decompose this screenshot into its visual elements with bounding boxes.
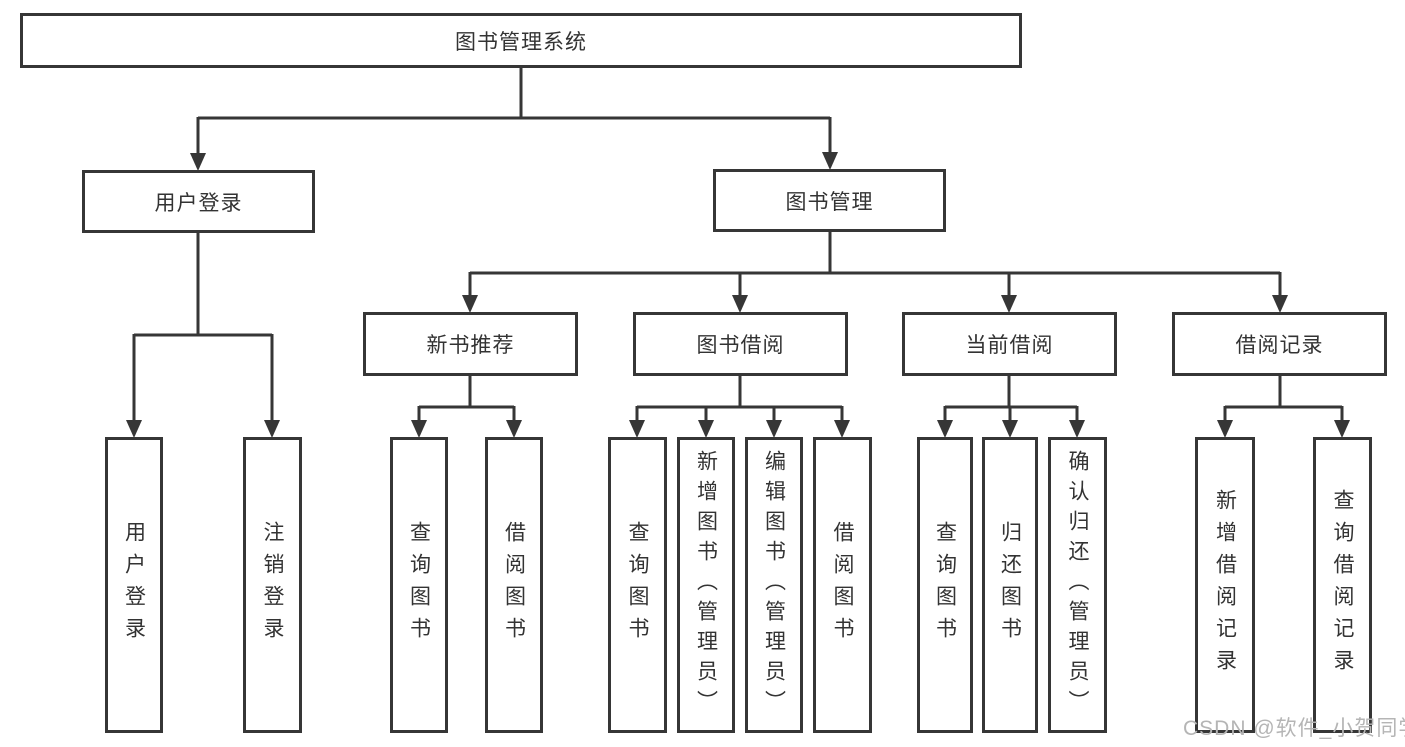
- node-new-book-recommend: 新书推荐: [363, 312, 578, 376]
- node-current-borrow: 当前借阅: [902, 312, 1117, 376]
- leaf-borrow-query-books: 查询图书: [608, 437, 667, 733]
- node-root-system: 图书管理系统: [20, 13, 1022, 68]
- arrowheads-level2: [190, 152, 838, 171]
- node-book-borrow: 图书借阅: [633, 312, 848, 376]
- arrowheads-level3: [462, 295, 1288, 313]
- leaf-current-return-books: 归还图书: [982, 437, 1038, 733]
- connector-current-leaves: [943, 376, 1079, 421]
- leaf-newrec-borrow-books: 借阅图书: [485, 437, 543, 733]
- leaf-logout: 注销登录: [243, 437, 302, 733]
- leaf-borrow-borrow-books: 借阅图书: [813, 437, 872, 733]
- leaf-borrow-add-books-admin: 新增图书（管理员）: [677, 437, 735, 733]
- connector-root-to-level2: [196, 68, 832, 155]
- leaf-newrec-query-books: 查询图书: [390, 437, 448, 733]
- arrowheads-borrow-leaves: [629, 420, 850, 438]
- leaf-record-query-borrow-record: 查询借阅记录: [1313, 437, 1372, 733]
- node-borrow-record: 借阅记录: [1172, 312, 1387, 376]
- arrowheads-login-leaves: [126, 420, 280, 438]
- leaf-record-add-borrow-record: 新增借阅记录: [1195, 437, 1255, 733]
- arrowheads-current-leaves: [937, 420, 1085, 438]
- csdn-watermark: CSDN @软件_小贺同学: [1183, 717, 1405, 740]
- connector-newrec-leaves: [417, 376, 516, 421]
- arrowheads-record-leaves: [1217, 420, 1350, 438]
- node-user-login-branch: 用户登录: [82, 170, 315, 233]
- connector-record-leaves: [1223, 376, 1344, 421]
- connector-borrow-leaves: [635, 376, 844, 421]
- leaf-current-query-books: 查询图书: [917, 437, 973, 733]
- connector-mgmt-to-level3: [468, 232, 1282, 296]
- connector-login-to-leaves: [132, 233, 274, 421]
- leaf-user-login: 用户登录: [105, 437, 163, 733]
- node-book-management-branch: 图书管理: [713, 169, 946, 232]
- leaf-current-confirm-return-admin: 确认归还（管理员）: [1048, 437, 1107, 733]
- leaf-borrow-edit-books-admin: 编辑图书（管理员）: [745, 437, 803, 733]
- arrowheads-newrec-leaves: [411, 420, 522, 438]
